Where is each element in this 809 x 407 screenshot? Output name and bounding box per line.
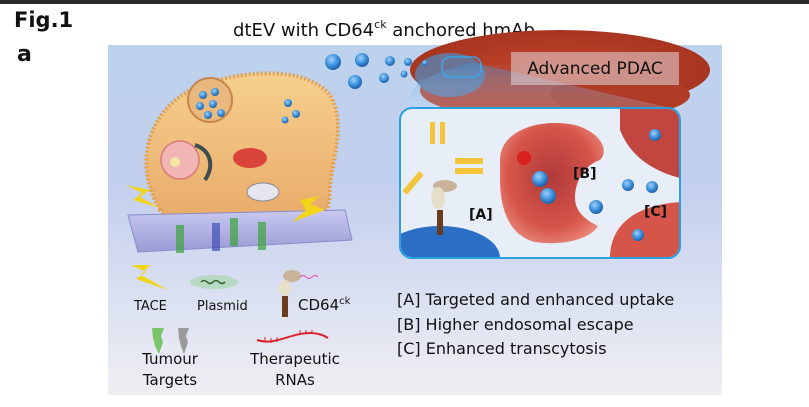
mechanism-list: [A] Targeted and enhanced uptake [B] Hig… [397,288,674,362]
plasmid-channels [176,218,266,253]
pdac-label: Advanced PDAC [511,52,679,85]
lightning-bolt-icon [131,265,168,290]
title-superscript: ck [374,18,387,31]
mechanism-c: [C] Enhanced transcytosis [397,339,607,358]
title-prefix: dtEV with CD64 [233,20,375,41]
figure-label: Fig.1 [14,8,74,32]
rna-line2: RNAs [275,371,315,389]
protein-targets-icon [152,328,189,354]
extracellular-vesicles [325,53,428,89]
mechanism-tag-a: [A] [469,207,493,223]
mechanism-inset [399,107,681,259]
antibody-icon [402,122,483,235]
cd64-superscript: ck [339,296,351,307]
tumour-line1: Tumour [142,350,198,368]
donor-cell [144,71,340,235]
rna-helix-icon [256,330,329,343]
top-border [0,0,809,4]
mechanism-a: [A] Targeted and enhanced uptake [397,290,675,309]
legend-label-plasmid: Plasmid [197,299,248,314]
rna-line1: Therapeutic [250,350,340,368]
tumour-line2: Targets [142,371,198,389]
cd64-prefix: CD64 [298,296,340,314]
zoom-region-marker [441,56,482,78]
panel-letter: a [17,42,32,67]
legend-label-cd64: CD64ck [298,296,350,314]
legend-label-tace: TACE [134,299,167,314]
mechanism-tag-b: [B] [573,166,597,182]
cd64-receptor-icon [279,270,319,317]
plasmid-chain-icon [190,275,238,289]
tissue-slab [127,209,353,253]
mechanism-b: [B] Higher endosomal escape [397,314,634,334]
tace-bolts [126,185,325,222]
zoom-beam [400,62,680,110]
mechanism-tag-c: [C] [644,204,668,220]
